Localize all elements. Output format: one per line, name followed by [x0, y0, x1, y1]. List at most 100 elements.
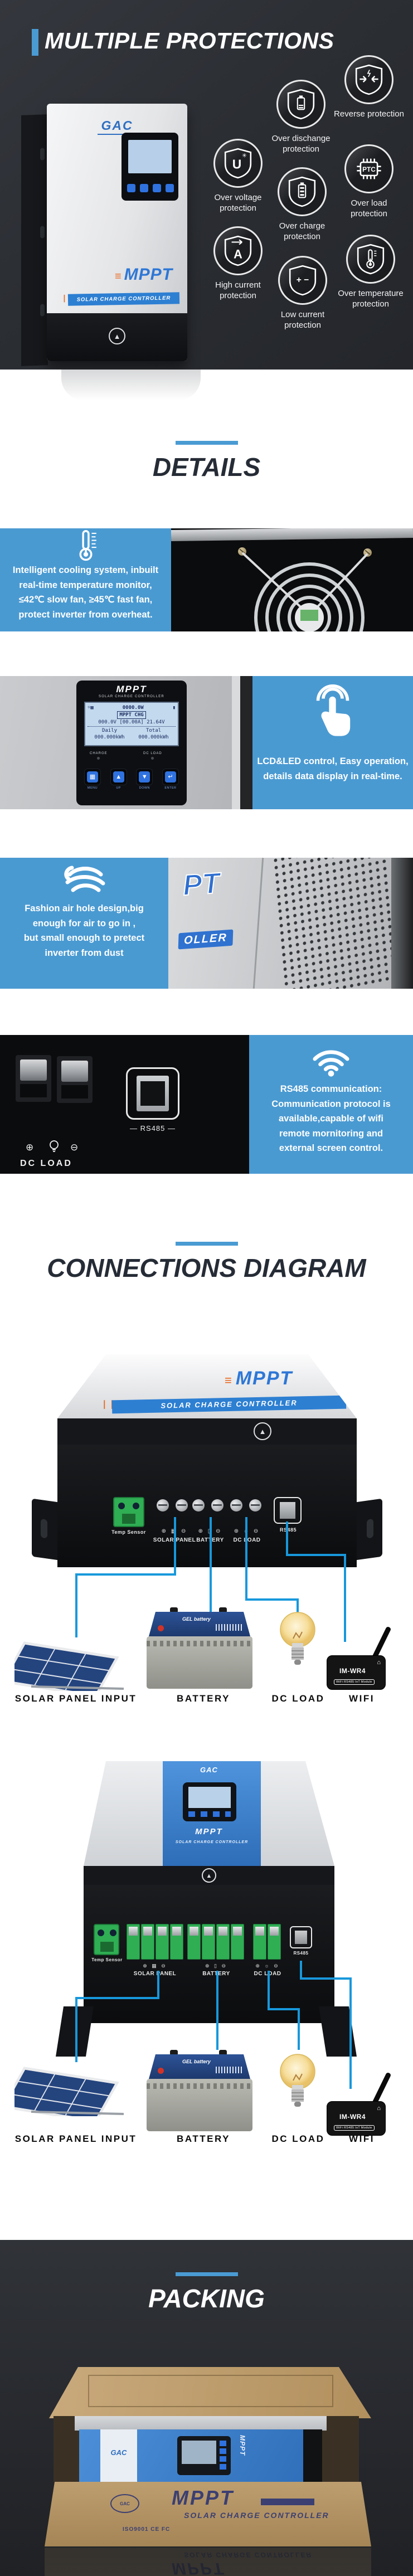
lcd-readings: 000.0V [00.00A] 21.64V: [98, 720, 165, 725]
bracket-hole: [40, 226, 45, 239]
product-dark-strip: [303, 2429, 322, 2482]
temp-sensor-sub: [122, 1514, 135, 1524]
led-dot: [97, 757, 100, 760]
case-shadow: [240, 676, 252, 809]
protection-over-load: PTC Over load protection: [333, 144, 405, 219]
product-banner: SOLAR CHARGE CONTROLLER: [175, 1840, 249, 1844]
air-hole-grid: [271, 858, 397, 989]
title-accent-bar: [32, 29, 38, 56]
bottom-band: ▲: [47, 313, 187, 361]
menu-icon: ▦: [87, 771, 98, 782]
box-banner-text: SOLAR CHARGE CONTROLLER: [184, 2511, 329, 2520]
wifi-module-name: IM-WR4: [339, 2113, 366, 2121]
green-terminal: [170, 1924, 183, 1960]
battery-terminal: [170, 2050, 178, 2055]
shield-ampere-icon: A: [213, 226, 263, 275]
mppt-logo-stripes: ≡: [225, 1373, 233, 1387]
solar-panel-image: [1, 2054, 134, 2123]
item-label-battery: BATTERY: [177, 1693, 230, 1704]
packing-heading: PACKING: [0, 2272, 413, 2313]
lcd-subtitle: SOLAR CHARGE CONTROLLER: [99, 695, 164, 698]
protection-label: High current protection: [215, 280, 261, 300]
wifi-module-image: ⌂ IM-WR4 WiFi RS485 IoT Module: [327, 2072, 399, 2137]
case-crease: [252, 858, 264, 989]
protection-over-temperature: Over temperature protection: [334, 235, 407, 309]
temp-sensor-block: [94, 1924, 119, 1955]
battery-icon: ▮: [172, 705, 176, 711]
controller-body: GAC ≡MPPT ❘❘❘ SOLAR CHARGE CONTROLLER ▲: [47, 104, 187, 361]
triangle-logo-icon: ▲: [254, 1422, 271, 1440]
thermometer-icon: [0, 529, 171, 566]
battery-spec-lines: [216, 1624, 244, 1631]
brand-logo: GAC: [47, 118, 187, 135]
product-front: GAC MPPT: [79, 2429, 322, 2482]
mppt-text: MPPT: [195, 1827, 223, 1836]
lcd-mode-value: MPPT CHG: [117, 711, 146, 719]
bulb-image: [278, 1606, 318, 1684]
rj45-inner: [295, 1931, 307, 1944]
airhole-text: Fashion air hole design,big enough for a…: [0, 901, 168, 960]
up-button: ▲UP: [110, 769, 127, 790]
protection-label: Over voltage protection: [214, 193, 262, 213]
up-button: [140, 184, 148, 192]
controller2-mid-band: ▲: [84, 1866, 334, 1885]
ptc-glyph: PTC: [362, 166, 376, 173]
down-button: ▼DOWN: [136, 769, 153, 790]
item-label-solar: SOLAR PANEL INPUT: [14, 2133, 137, 2144]
controller2-front-face: Temp Sensor RS485 ⊕ ▦ ⊖ ⊕ ▯ ⊖ ⊕ ☼ ⊖ SOLA…: [84, 1885, 334, 2023]
terminal-block: [16, 1055, 51, 1102]
green-terminal: [216, 1924, 230, 1960]
green-terminal: [156, 1924, 169, 1960]
case-shadow: [391, 858, 413, 989]
rs485-port: [290, 1926, 312, 1948]
shield-voltage-icon: U✳: [213, 139, 263, 188]
protection-label: Reverse protection: [334, 109, 404, 119]
airhole-text-panel: Fashion air hole design,big enough for a…: [0, 858, 168, 989]
terminal-screw: [157, 1499, 169, 1511]
box-print-bar: [261, 2499, 314, 2505]
menu-button: [127, 184, 135, 192]
heading-accent-line: [175, 2272, 238, 2276]
detail-row-rs485: — RS485 — ⊕ ⊖ DC LOAD RS485 communicatio…: [0, 1035, 413, 1174]
lcd-total-value: 000.000kWh: [138, 735, 169, 740]
lcd-screen: [128, 140, 172, 173]
wind-icon: [0, 860, 168, 902]
detail-row-lcd: MPPT SOLAR CHARGE CONTROLLER ☼▦ 0000.0W …: [0, 676, 413, 809]
connection-diagram-2: GAC MPPT SOLAR CHARGE CONTROLLER ▲ Temp …: [0, 1728, 413, 2174]
wifi-module-sub: WiFi RS485 IoT Module: [334, 2125, 375, 2131]
temp-sensor-sub: [100, 1942, 114, 1952]
controller-mid-band: ▲: [57, 1418, 357, 1445]
wifi-module-body: ⌂ IM-WR4 WiFi RS485 IoT Module: [327, 2101, 386, 2136]
section-packing: PACKING GAC MPPT: [0, 2240, 413, 2576]
text-line: inverter from dust: [45, 947, 124, 958]
solar-panel-image: [1, 1629, 134, 1698]
battery-top: GEL battery: [149, 1612, 250, 1636]
triangle-logo-icon: ▲: [202, 1868, 216, 1883]
lid-crease: [88, 2375, 333, 2407]
terminal-screw: [192, 1499, 205, 1511]
down-button: [153, 184, 161, 192]
text-line: available,capable of wifi: [279, 1114, 383, 1124]
detail-row-airholes: Fashion air hole design,big enough for a…: [0, 858, 413, 989]
green-terminal: [127, 1924, 140, 1960]
enter-button: ↵ENTER: [162, 769, 179, 790]
packing-box-photo: GAC MPPT GAC MPPT SOLAR CHARGE CONTROLLE…: [0, 2357, 413, 2546]
heading-accent-line: [175, 441, 238, 445]
battery-spec-lines: [216, 2067, 244, 2073]
reflection-banner: SOLAR CHARGE CONTROLLER: [184, 2551, 312, 2559]
rs485-label: RS485: [293, 1951, 309, 1956]
charge-led-label: CHARGE: [90, 752, 108, 755]
wifi-module-sub: WiFi RS485 IoT Module: [334, 1679, 375, 1685]
reflection-mppt: MPPT: [172, 2559, 225, 2576]
mount-bracket: [21, 114, 48, 366]
text-line: enough for air to go in ,: [32, 918, 136, 929]
solar-polarity-glyphs: ⊕ ▦ ⊖: [143, 1963, 167, 1969]
solar-terminal-label: SOLAR PANEL: [133, 1971, 177, 1977]
cooling-text-panel: Intelligent cooling system, inbuilt real…: [0, 528, 171, 631]
lcd-panel: MPPT SOLAR CHARGE CONTROLLER ☼▦ 0000.0W …: [76, 681, 187, 805]
rs485-port-label: — RS485 —: [130, 1124, 176, 1133]
section-details-heading: DETAILS: [0, 370, 413, 528]
terminal-screw: [230, 1499, 242, 1511]
battery-body: [147, 2079, 252, 2131]
mppt-text: MPPT: [239, 2435, 246, 2456]
